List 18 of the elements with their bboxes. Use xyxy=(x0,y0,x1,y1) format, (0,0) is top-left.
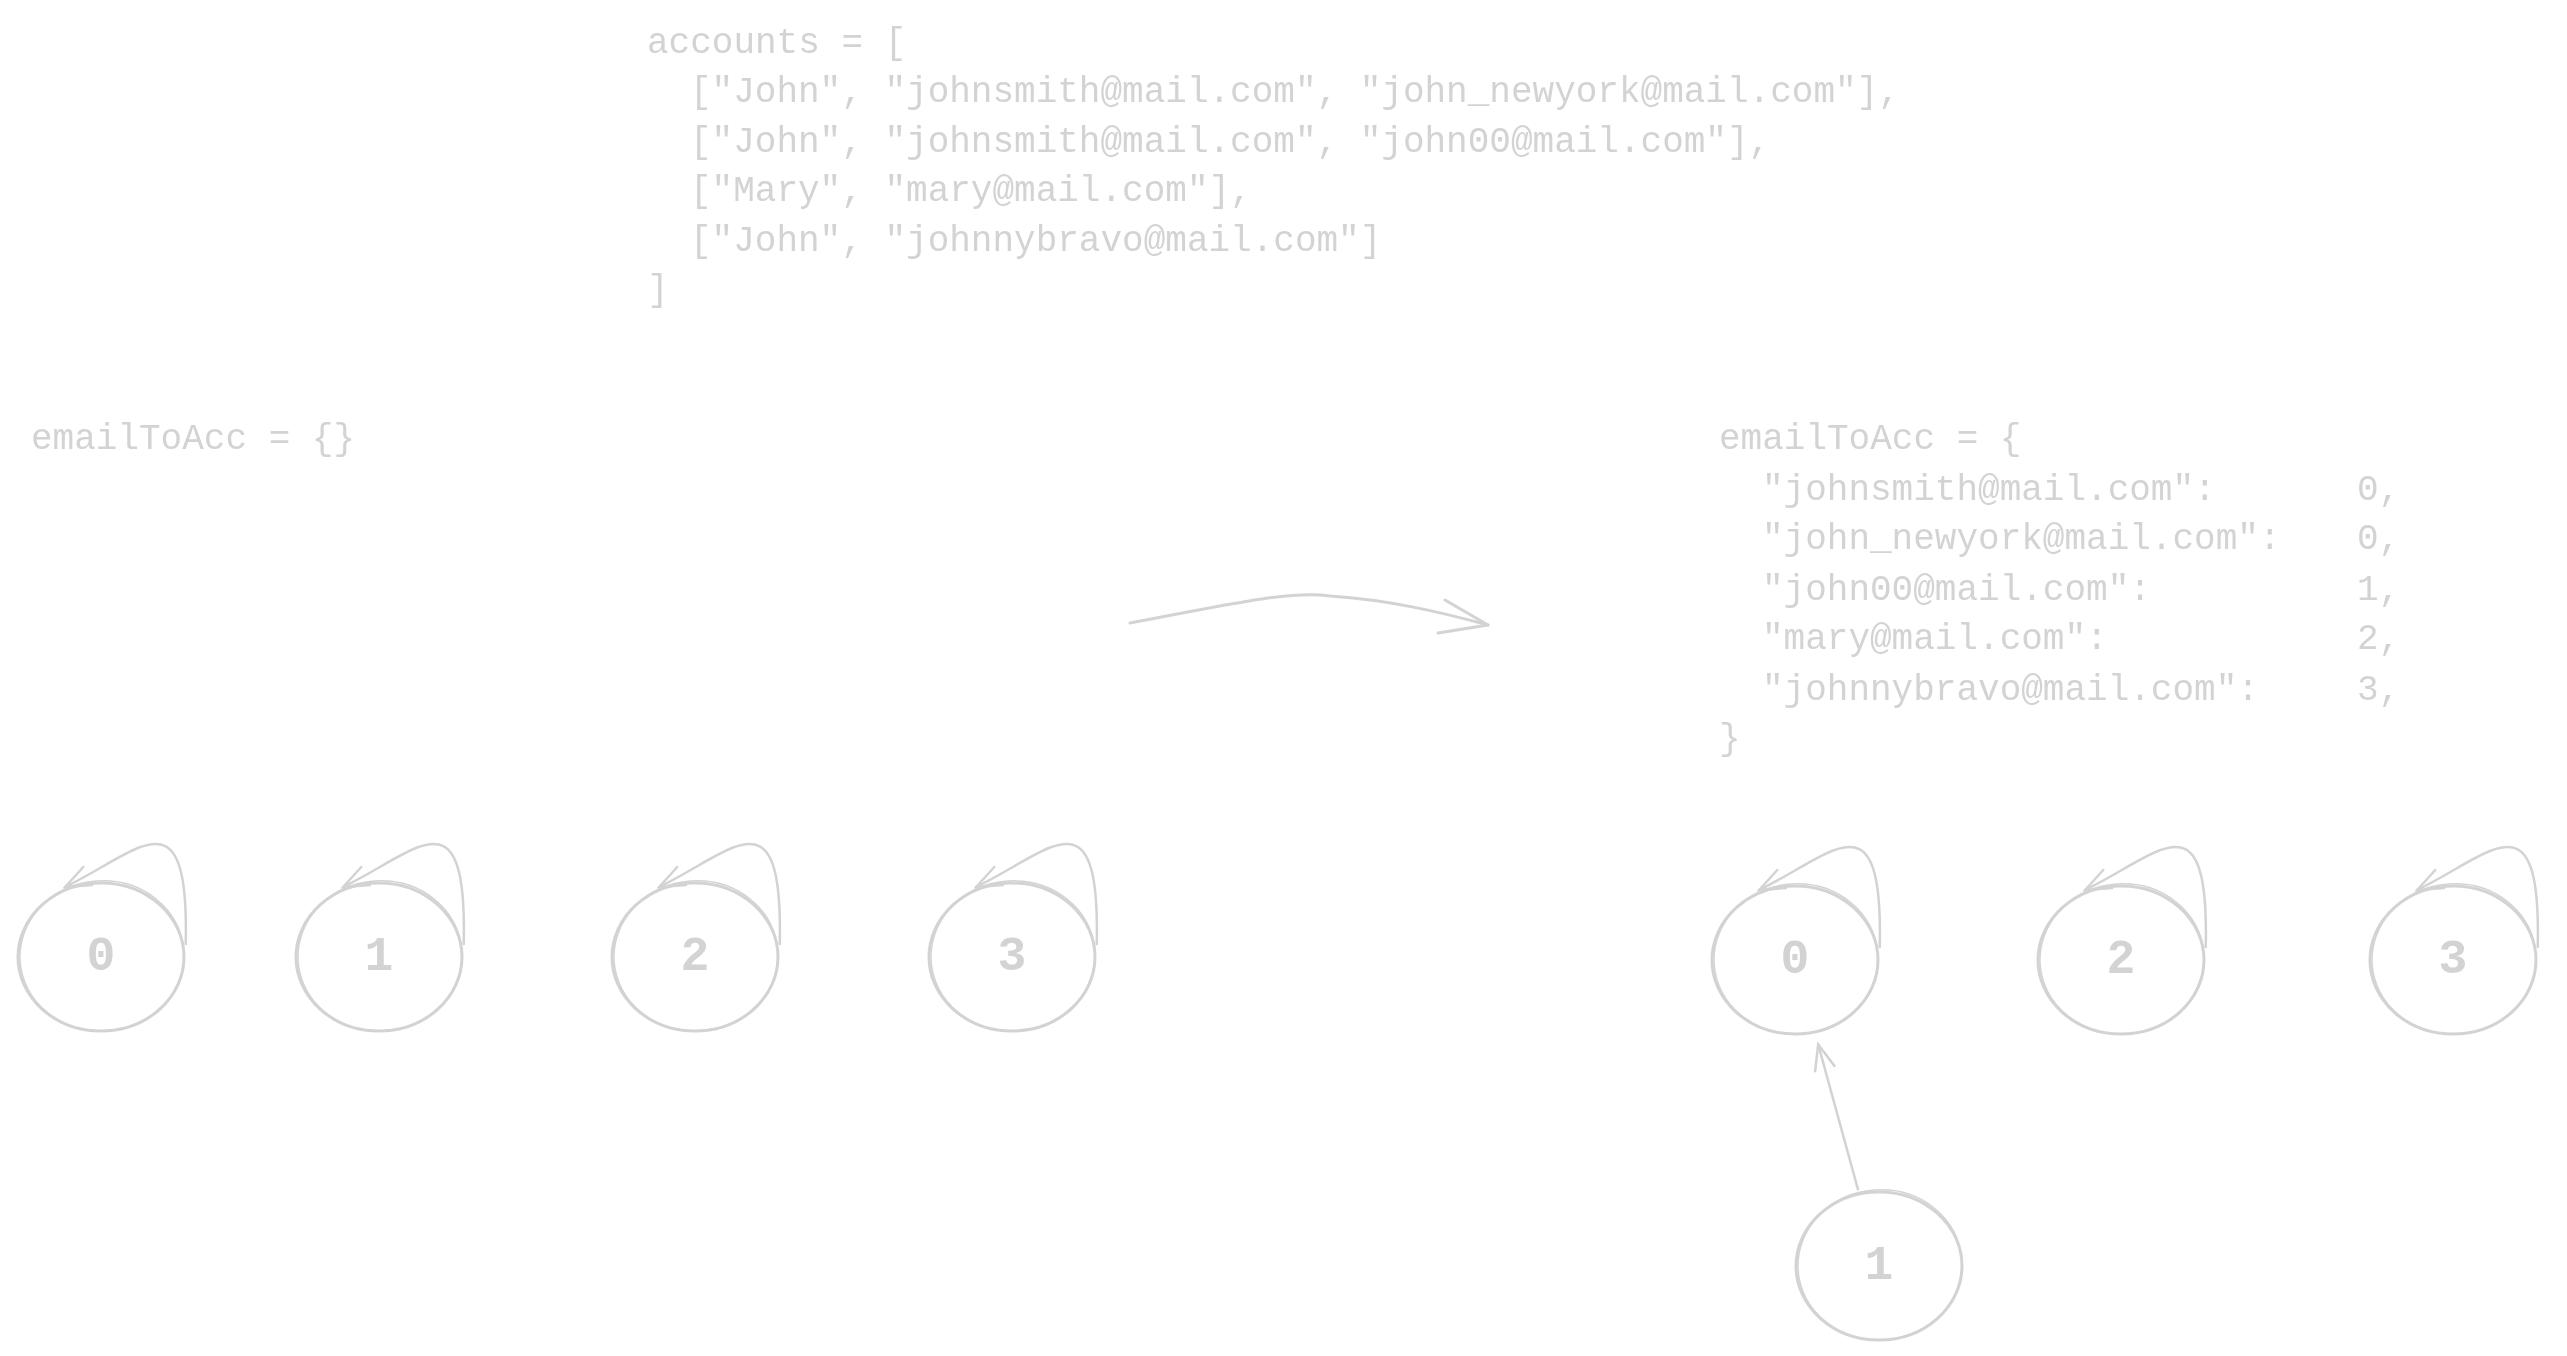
node-circle xyxy=(609,880,781,1034)
self-loop-arrow xyxy=(974,842,1098,946)
self-loop-arrow xyxy=(63,842,187,946)
node-circle xyxy=(15,880,187,1034)
node-circle xyxy=(1709,883,1881,1037)
self-loop-arrow xyxy=(2083,845,2207,949)
self-loop-arrow xyxy=(2415,845,2539,949)
code-text: ] xyxy=(647,269,669,313)
arrow xyxy=(1813,1043,1860,1191)
node-circle xyxy=(2035,883,2207,1037)
code-text: } xyxy=(1719,718,1741,762)
node-circle xyxy=(926,880,1098,1034)
node-circle xyxy=(2367,883,2539,1037)
self-loop-arrow xyxy=(657,842,781,946)
self-loop-arrow xyxy=(341,842,465,946)
self-loop-arrow xyxy=(1757,845,1881,949)
node-circle xyxy=(293,880,465,1034)
node-circle xyxy=(1793,1189,1965,1343)
